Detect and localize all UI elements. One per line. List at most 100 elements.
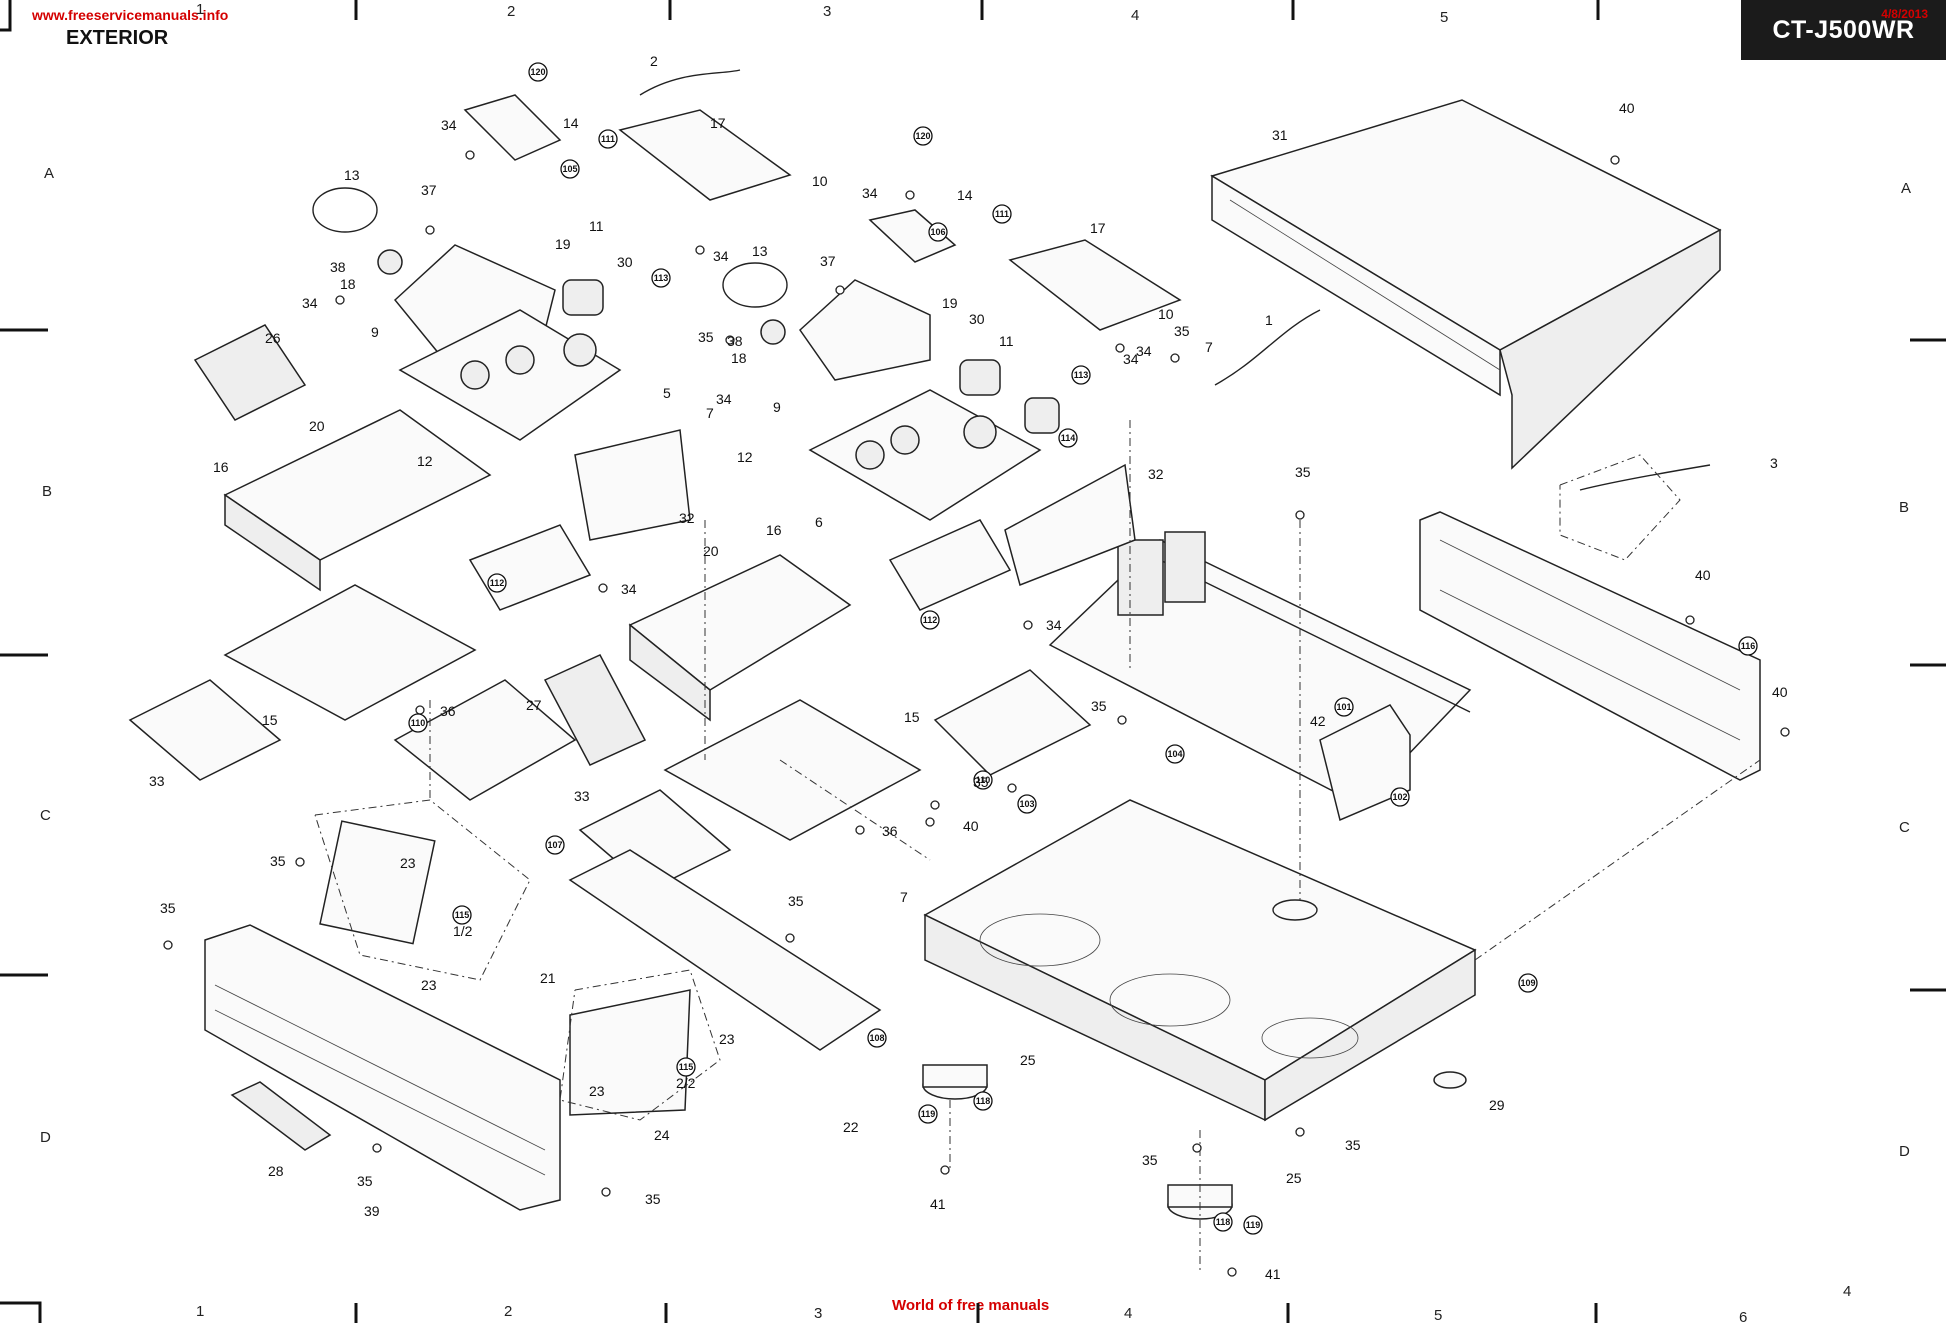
label-34e: 34 [862,185,878,201]
top-cover [1210,99,1722,470]
row-label-right-b: B [1899,499,1909,516]
rear-panel [1419,511,1761,781]
label-29: 29 [1489,1097,1505,1113]
label-30b: 30 [969,311,985,327]
label-10b: 10 [1158,306,1174,322]
circled-markers [408,62,1758,1235]
label-5: 5 [663,385,671,401]
label-22: 22 [843,1119,859,1135]
callout-113a: 113 [654,273,669,283]
callout-115a-sub: 1/2 [453,923,473,939]
watermark-bottom[interactable]: World of free manuals [892,1297,1050,1314]
callout-111a: 111 [601,134,615,144]
label-32a: 32 [679,510,695,526]
row-label-left-b: B [42,483,52,500]
label-15a: 15 [262,712,278,728]
model-name: CT-J500WR [1772,15,1915,44]
callout-120b: 120 [915,131,930,141]
row-label-right-c: C [1899,819,1910,836]
label-34a: 34 [441,117,457,133]
callout-111b: 111 [995,209,1009,219]
label-35h: 35 [788,893,804,909]
label-20a: 20 [309,418,325,434]
label-11a: 11 [589,218,604,234]
callout-104: 104 [1167,749,1182,759]
label-17a: 17 [710,115,726,131]
front-panel [204,820,882,1211]
power-board [1048,531,1472,822]
label-6: 6 [815,514,823,530]
label-34b: 34 [302,295,318,311]
label-18a: 18 [340,276,356,292]
callout-108: 108 [869,1033,884,1043]
label-23a: 23 [400,855,416,871]
label-36b: 36 [882,823,898,839]
label-31: 31 [1272,127,1288,143]
screws [163,150,1790,1277]
left-mechanism [312,94,792,541]
label-26: 26 [265,330,281,346]
part-numbers: 2 1 3 5 6 7 7 7 9 9 10 10 11 11 12 12 13… [149,53,1788,1282]
cassette-holders [193,324,852,766]
callout-118a: 118 [976,1096,991,1106]
callout-115b-sub: 2/2 [676,1075,696,1091]
col-label-top-2: 2 [507,3,515,20]
label-35j: 35 [645,1191,661,1207]
label-20b: 20 [703,543,719,559]
cables [639,69,1711,491]
watermark-top[interactable]: www.freeservicemanuals.info [32,7,229,23]
page-number: 4 [1843,1283,1851,1300]
col-label-top-5: 5 [1440,9,1448,26]
label-30a: 30 [617,254,633,270]
col-label-bottom-2: 2 [504,1303,512,1320]
callout-114: 114 [1061,433,1076,443]
row-label-left-a: A [44,165,54,182]
model-title-block: CT-J500WR [1741,0,1946,60]
label-40b: 40 [1695,567,1711,583]
label-33a: 33 [149,773,165,789]
label-16a: 16 [213,459,229,475]
callout-109: 109 [1520,978,1535,988]
callout-103: 103 [1019,799,1034,809]
label-23c: 23 [719,1031,735,1047]
callout-110a: 110 [411,718,426,728]
label-9a: 9 [371,324,379,340]
main-chassis [923,799,1477,1122]
callout-101: 101 [1336,702,1351,712]
label-34i: 34 [1123,351,1139,367]
circled-numbers: 120 105 111 120 106 111 113 113 114 112 … [411,67,1756,1230]
label-37b: 37 [820,253,836,269]
label-7b: 7 [1205,339,1213,355]
label-35e: 35 [973,774,989,790]
label-35c: 35 [1295,464,1311,480]
label-12a: 12 [417,453,433,469]
label-24: 24 [654,1127,670,1143]
callout-105: 105 [562,164,577,174]
label-27: 27 [526,697,542,713]
callout-115b: 115 [679,1062,694,1072]
label-25b: 25 [1286,1170,1302,1186]
col-label-bottom-3: 3 [814,1305,822,1322]
row-label-left-c: C [40,807,51,824]
label-17b: 17 [1090,220,1106,236]
label-36a: 36 [440,703,456,719]
callout-120a: 120 [530,67,545,77]
label-34f: 34 [1136,343,1152,359]
label-19a: 19 [555,236,571,252]
callout-119b: 119 [1246,1220,1261,1230]
callout-112a: 112 [490,578,505,588]
col-label-top-3: 3 [823,3,831,20]
assembly-guides [314,420,1761,1270]
label-14a: 14 [563,115,579,131]
label-39: 39 [364,1203,380,1219]
callout-107: 107 [547,840,562,850]
callout-112b: 112 [923,615,938,625]
label-25a: 25 [1020,1052,1036,1068]
label-12b: 12 [737,449,753,465]
callout-113b: 113 [1074,370,1089,380]
label-21: 21 [540,970,556,986]
label-28: 28 [268,1163,284,1179]
label-35l: 35 [1345,1137,1361,1153]
col-label-bottom-5: 5 [1434,1307,1442,1323]
